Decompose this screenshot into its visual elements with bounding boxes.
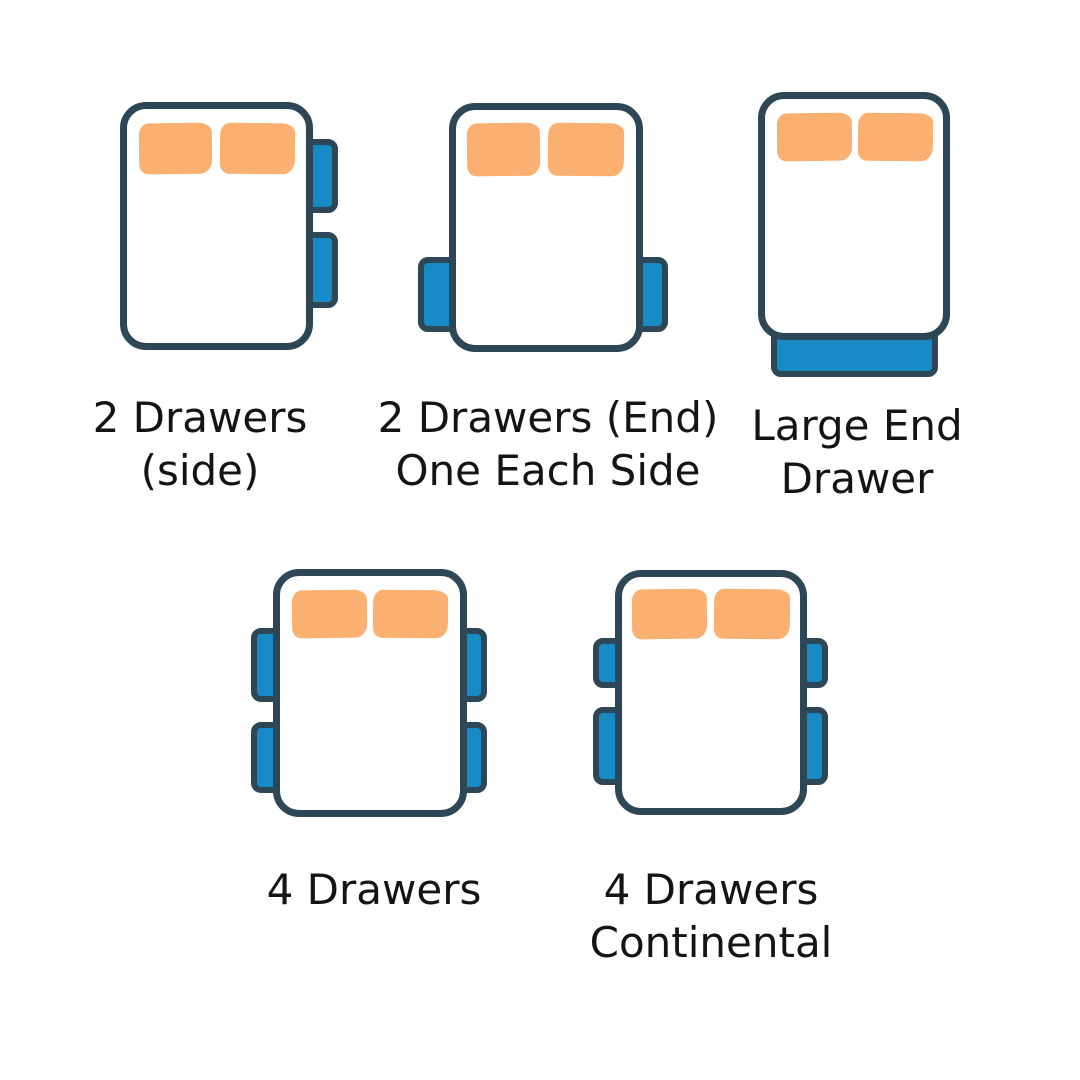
bed-label-line: (side) (140, 446, 260, 495)
pillow-left (631, 588, 708, 640)
bed-label-line: 2 Drawers (End) (377, 393, 719, 442)
bed-label-line: 4 Drawers (266, 865, 482, 914)
bed-label-line: 4 Drawers (603, 865, 819, 914)
pillow-left (291, 589, 368, 639)
pillow-right (713, 588, 791, 640)
bed-label-line: Large End (751, 401, 963, 450)
bed-label-line: 2 Drawers (92, 393, 308, 442)
pillow-left (776, 112, 853, 162)
bed-label-line: Drawer (780, 454, 934, 503)
bed-diagram-4-drawers (251, 569, 487, 817)
bed-label-2-drawers-end: 2 Drawers (End) One Each Side (373, 391, 723, 497)
bed-label-line: Continental (589, 918, 833, 967)
pillow-left (466, 122, 541, 177)
pillow-left (138, 122, 213, 175)
bed-diagram-2-drawers-side (120, 102, 338, 350)
bed-diagram-large-end-drawer (758, 92, 950, 377)
bed-label-4-drawers-continental: 4 Drawers Continental (561, 863, 861, 969)
pillow-right (857, 112, 934, 162)
bed-label-2-drawers-side: 2 Drawers (side) (50, 391, 350, 497)
pillow-right (219, 122, 296, 175)
pillow-right (372, 589, 449, 639)
bed-label-4-drawers: 4 Drawers (224, 863, 524, 916)
bed-label-line: One Each Side (395, 446, 701, 495)
bed-label-large-end-drawer: Large End Drawer (705, 399, 1009, 505)
bed-diagram-4-drawers-continental (593, 570, 828, 815)
bed-diagram-2-drawers-end (418, 103, 668, 352)
pillow-right (547, 122, 625, 177)
